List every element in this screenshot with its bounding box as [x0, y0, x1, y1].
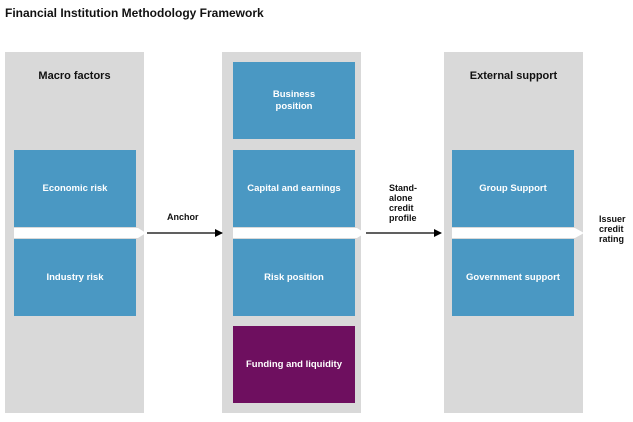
group-support-label: Group Support	[479, 182, 547, 194]
icr-label-line2: credit	[599, 224, 624, 234]
stand-alone-credit-profile-label: Stand- alone credit profile	[389, 183, 417, 223]
capital-and-earnings-box: Capital and earnings	[233, 150, 355, 227]
business-position-box: Business position	[233, 62, 355, 139]
icr-label-line1: Issuer	[599, 214, 626, 224]
government-support-label: Government support	[466, 271, 560, 283]
group-support-box: Group Support	[452, 150, 574, 227]
macro-factors-title: Macro factors	[38, 70, 111, 82]
business-position-label-line2: position	[275, 100, 313, 112]
industry-risk-label: Industry risk	[46, 271, 104, 283]
economic-risk-box: Economic risk	[14, 150, 136, 227]
risk-position-label: Risk position	[264, 271, 324, 283]
economic-risk-label: Economic risk	[42, 182, 108, 194]
sacp-label-line1: Stand-	[389, 183, 417, 193]
stand-alone-flow-arrow	[233, 228, 365, 238]
issuer-credit-rating-label: Issuer credit rating	[599, 214, 626, 244]
government-support-box: Government support	[452, 239, 574, 316]
macro-flow-arrow	[14, 228, 146, 238]
anchor-label: Anchor	[167, 212, 199, 222]
industry-risk-box: Industry risk	[14, 239, 136, 316]
sacp-label-line2: alone	[389, 193, 413, 203]
icr-label-line3: rating	[599, 234, 625, 244]
funding-and-liquidity-box: Funding and liquidity	[233, 326, 355, 403]
capital-and-earnings-label: Capital and earnings	[247, 182, 341, 194]
external-flow-arrow	[452, 228, 584, 238]
sacp-label-line3: credit	[389, 203, 414, 213]
page-title: Financial Institution Methodology Framew…	[5, 6, 264, 20]
business-position-label-line1: Business	[272, 88, 316, 100]
risk-position-box: Risk position	[233, 239, 355, 316]
sacp-label-line4: profile	[389, 213, 417, 223]
external-support-title: External support	[469, 70, 558, 82]
funding-and-liquidity-label: Funding and liquidity	[245, 358, 343, 370]
